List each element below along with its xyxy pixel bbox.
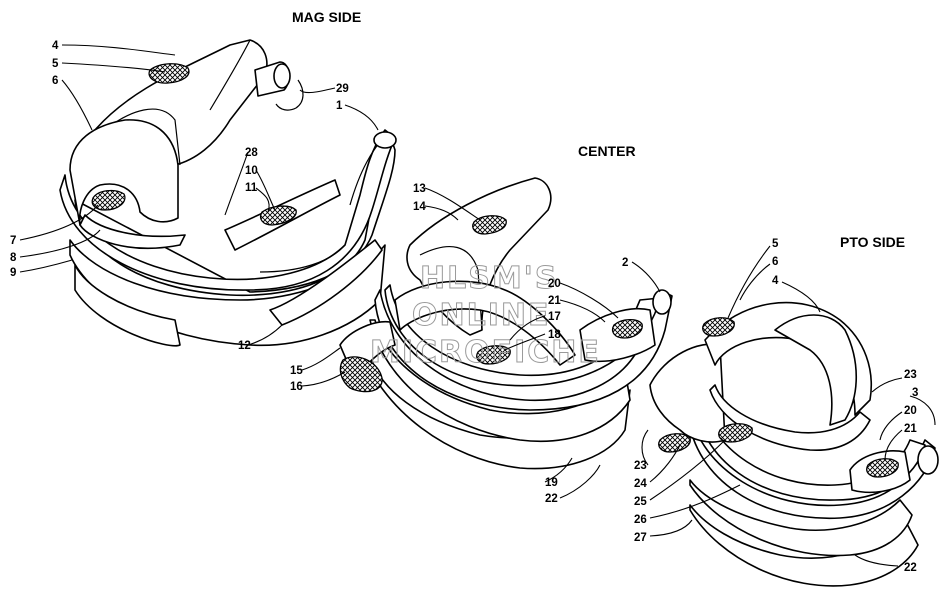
mag-heat-guard-8 [79,214,186,249]
pto-mesh-pad-5 [702,317,735,337]
callout-mag-12: 12 [238,340,251,352]
callout-mag-4: 4 [52,40,59,52]
pto-upper-shield-23 [649,343,726,443]
callout-pto-5: 5 [772,238,779,250]
callout-pto-24: 24 [634,478,647,490]
callout-pto-23: 23 [904,369,917,381]
callout-center-22: 22 [545,493,558,505]
center-assembly [339,177,673,470]
center-pipe-outlet [652,289,672,315]
pto-lower-shield-27 [689,479,913,557]
callout-center-14: 14 [413,201,426,213]
center-mesh-pad-21 [611,318,643,339]
watermark-line-3: MICROFICHE [370,335,601,370]
mag-muffler-end [273,63,291,89]
center-callouts: 13 14 2 20 21 17 18 15 16 19 22 [290,183,661,505]
callout-mag-8: 8 [10,252,17,264]
pto-mesh-pad-24 [658,433,691,453]
pto-callouts: 5 6 4 23 3 20 21 23 24 25 26 27 22 [634,238,936,574]
callout-center-21: 21 [548,295,561,307]
watermark-line-1: HLSM'S [420,261,558,296]
callout-mag-29: 29 [336,83,349,95]
pto-side-assembly [649,301,939,587]
callout-pto-27: 27 [634,532,647,544]
callout-mag-10: 10 [245,165,258,177]
section-title-mag: MAG SIDE [292,9,361,25]
pto-lower-shield-22 [689,504,919,587]
mag-inner-shield-6 [69,119,179,226]
callout-mag-11: 11 [245,182,258,194]
mag-mesh-pad-7 [91,189,126,211]
spring-clip-29 [275,79,304,111]
center-mesh-pad-18 [476,345,511,365]
mag-pipe-shield-12 [269,239,383,326]
pto-pipe-outlet [917,445,939,475]
mag-pipe-outlet [373,131,397,149]
callout-pto-26: 26 [634,514,647,526]
callout-pto-3: 3 [912,387,918,399]
callout-center-20: 20 [548,278,561,290]
mag-mesh-pad-5 [148,63,190,84]
callout-mag-6: 6 [52,75,58,87]
mag-side-assembly [59,39,397,347]
watermark: HLSM'S ONLINE MICROFICHE [370,261,601,371]
center-inner-shield-17 [394,280,576,366]
callout-center-19: 19 [545,477,558,489]
callout-mag-28: 28 [245,147,258,159]
center-mesh-pad-13 [472,215,507,235]
callout-mag-7: 7 [10,235,16,247]
section-title-pto: PTO SIDE [840,234,905,250]
pto-mesh-pad-25 [718,423,753,443]
callout-pto-22: 22 [904,562,917,574]
callout-pto-23b: 23 [634,460,647,472]
callout-pto-20: 20 [904,405,917,417]
callout-pto-4: 4 [772,275,779,287]
watermark-line-2: ONLINE [412,298,551,333]
pto-exhaust-pipe-3 [687,409,936,519]
callout-pto-6: 6 [772,256,778,268]
callout-mag-9: 9 [10,267,16,279]
callout-center-13: 13 [413,183,426,195]
pto-inner-guard-26 [709,384,871,451]
callout-center-17: 17 [548,311,561,323]
callout-center-15: 15 [290,365,303,377]
section-title-center: CENTER [578,143,636,159]
mag-mesh-pad-10 [259,205,297,226]
mag-lower-shield-inner [74,264,181,347]
callout-mag-1: 1 [336,100,343,112]
callout-pto-25: 25 [634,496,647,508]
mag-callouts: 4 5 6 29 1 28 10 11 7 8 9 12 [10,40,379,352]
pto-shield-4 [774,314,858,426]
callout-center-2: 2 [622,257,628,269]
callout-center-16: 16 [290,381,303,393]
callout-mag-5: 5 [52,58,59,70]
callout-pto-21: 21 [904,423,917,435]
callout-center-18: 18 [548,329,561,341]
pto-mesh-pad-21 [866,458,899,478]
